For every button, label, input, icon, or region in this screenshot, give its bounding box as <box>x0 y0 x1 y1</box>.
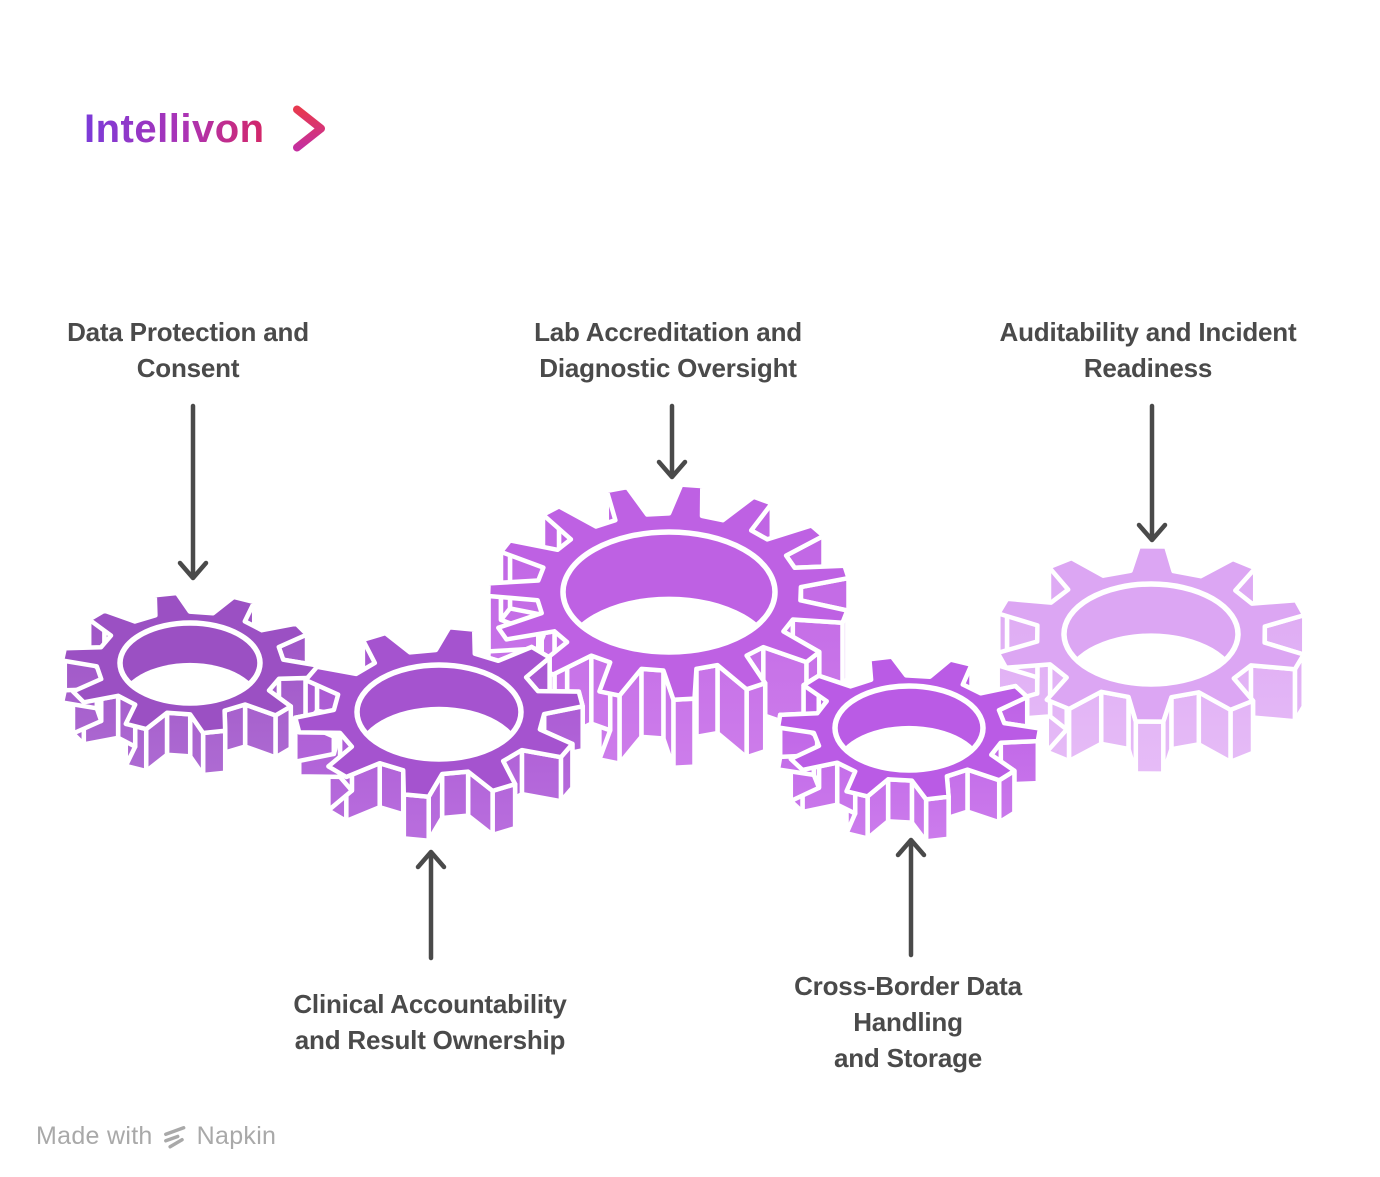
brand-logo-graphic: Intellivon <box>84 105 325 152</box>
brand-logo: Intellivon <box>84 98 344 165</box>
label-lab-accreditation: Lab Accreditation and Diagnostic Oversig… <box>534 317 802 383</box>
gear-lab-accreditation <box>485 482 851 770</box>
chevron-right-icon <box>293 105 325 152</box>
gear-clinical <box>293 625 585 843</box>
footer-made-with: Made with <box>36 1122 153 1150</box>
footer-brand: Napkin <box>196 1122 277 1150</box>
gear-cross-border <box>775 654 1043 844</box>
napkin-logo-icon <box>163 1125 186 1148</box>
footer-credit: Made with Napkin <box>36 1122 276 1151</box>
gear-auditability <box>995 544 1307 776</box>
arrow-down-data-protection <box>177 403 209 581</box>
gears-layer <box>59 482 1307 844</box>
arrow-up-clinical <box>415 849 447 961</box>
arrow-down-auditability <box>1136 403 1168 543</box>
label-data-protection: Data Protection and Consent <box>67 317 309 383</box>
arrow-up-cross-border <box>895 837 927 958</box>
arrows-layer <box>177 403 1168 961</box>
brand-logo-text: Intellivon <box>84 107 265 151</box>
gear-data-protection <box>59 590 321 778</box>
label-clinical: Clinical Accountability and Result Owner… <box>293 989 567 1055</box>
label-auditability: Auditability and Incident Readiness <box>999 317 1297 383</box>
label-cross-border: Cross-Border Data Handling and Storage <box>794 971 1022 1073</box>
arrow-down-lab-accreditation <box>656 403 688 480</box>
